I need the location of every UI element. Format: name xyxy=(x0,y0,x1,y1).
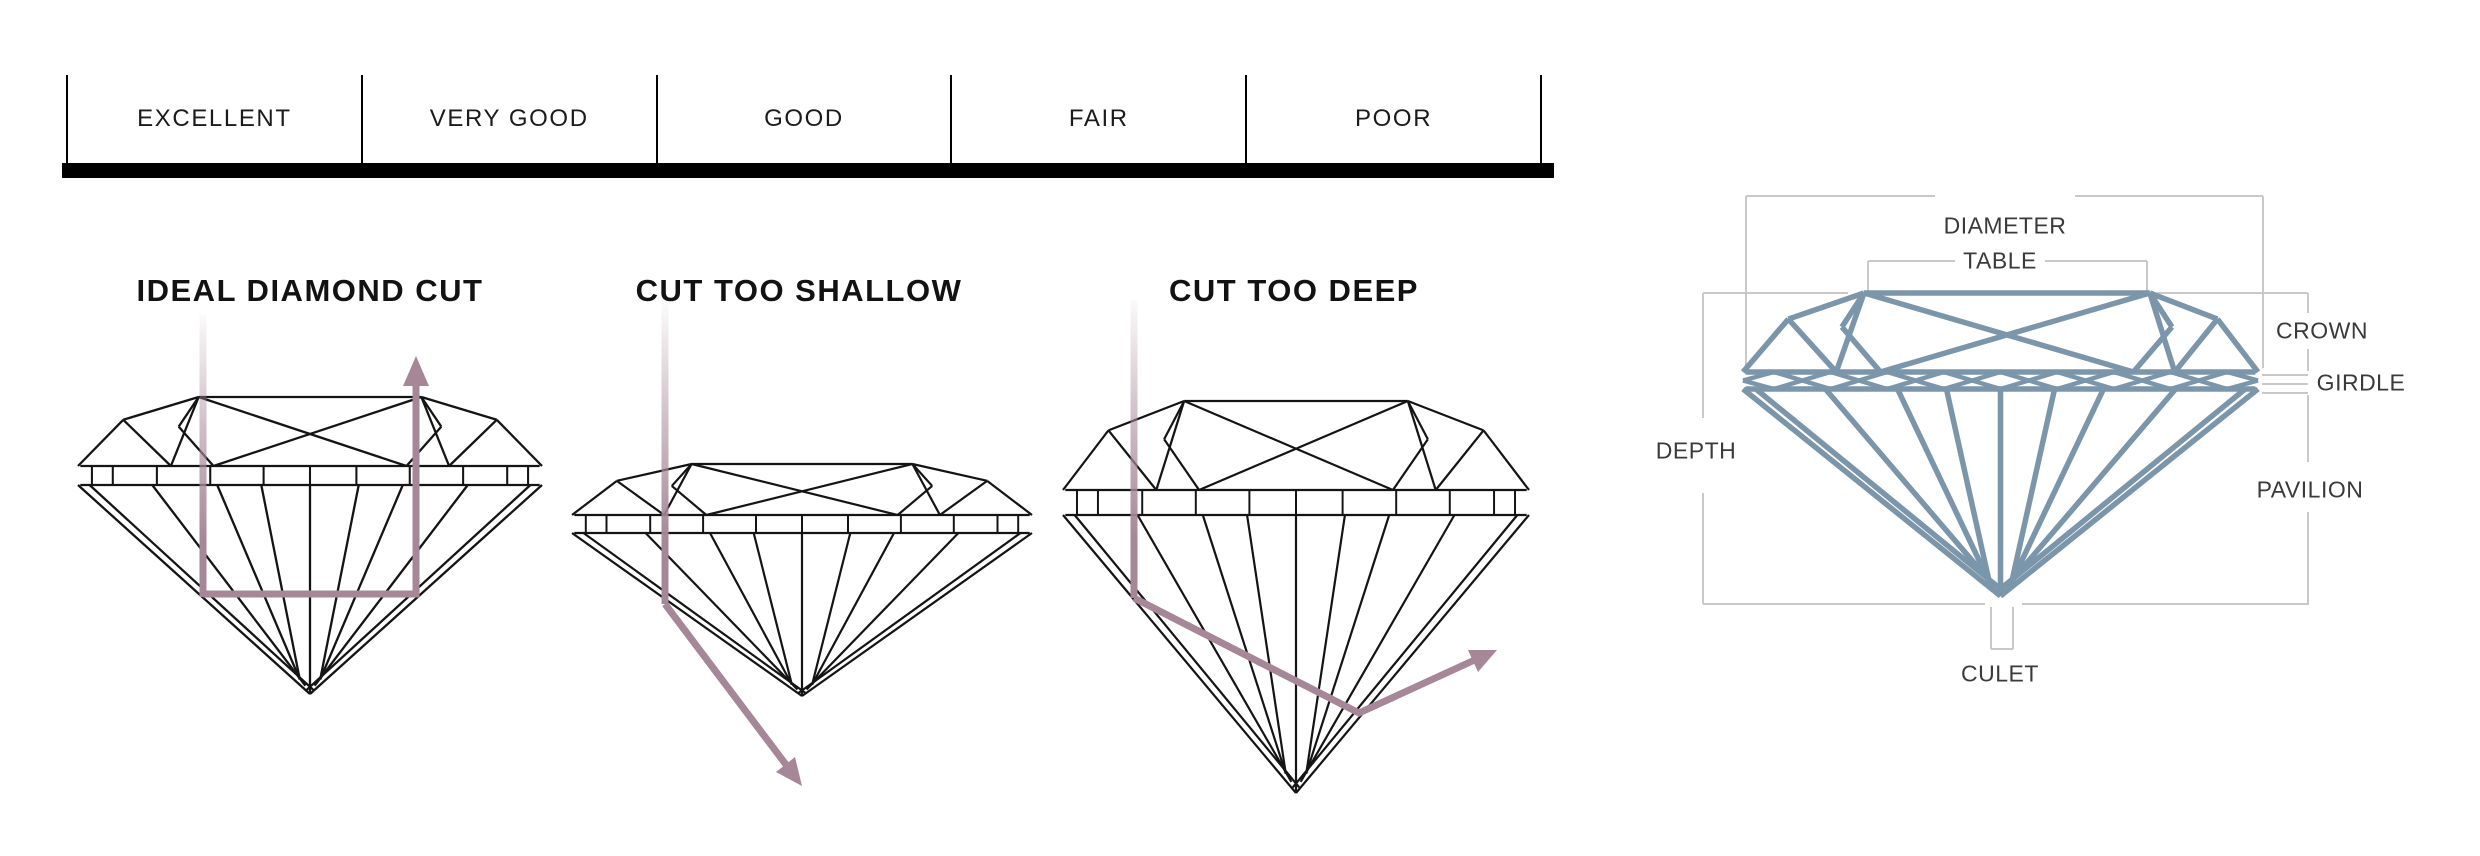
grade-label-very-good: VERY GOOD xyxy=(429,105,589,132)
label-girdle: GIRDLE xyxy=(2316,369,2406,396)
label-depth: DEPTH xyxy=(1655,437,1737,464)
ideal-cut-diagram xyxy=(77,315,543,695)
label-pavilion: PAVILION xyxy=(2256,476,2364,503)
cut-too-deep-diagram xyxy=(1062,300,1530,794)
light-ray xyxy=(661,303,802,786)
ideal-cut-title: IDEAL DIAMOND CUT xyxy=(136,273,484,308)
shallow-ray-arrowhead xyxy=(776,757,802,786)
label-diameter: DIAMETER xyxy=(1943,212,2067,239)
grade-label-excellent: EXCELLENT xyxy=(137,105,292,132)
light-ray xyxy=(199,315,429,598)
grade-segment-poor: POOR xyxy=(1245,75,1542,163)
grade-segment-good: GOOD xyxy=(655,75,951,163)
ideal-ray-arrowhead xyxy=(403,356,429,386)
grade-segment-very-good: VERY GOOD xyxy=(360,75,656,163)
light-ray xyxy=(1130,300,1497,717)
grade-segment-excellent: EXCELLENT xyxy=(66,75,361,163)
label-culet: CULET xyxy=(1961,660,2039,687)
deep-ray-arrowhead xyxy=(1468,650,1497,672)
cut-grade-scale-bar xyxy=(62,163,1554,178)
diamond-anatomy-diagram xyxy=(1702,195,2309,650)
grade-segment-fair: FAIR xyxy=(950,75,1245,163)
grade-label-fair: FAIR xyxy=(1068,105,1129,132)
grade-label-good: GOOD xyxy=(764,105,844,132)
grade-label-poor: POOR xyxy=(1355,105,1433,132)
cut-grade-scale-cells: EXCELLENT VERY GOOD GOOD FAIR POOR xyxy=(66,75,1542,163)
cut-too-shallow-diagram xyxy=(571,303,1033,786)
label-table: TABLE xyxy=(1963,247,2037,274)
label-crown: CROWN xyxy=(2276,317,2368,344)
cut-too-shallow-title: CUT TOO SHALLOW xyxy=(635,273,963,308)
cut-too-deep-title: CUT TOO DEEP xyxy=(1169,273,1419,308)
